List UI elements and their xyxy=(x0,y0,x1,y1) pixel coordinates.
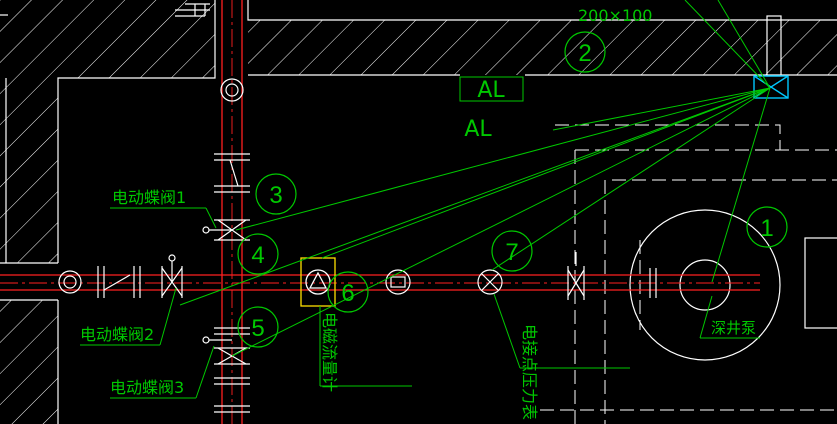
al-panel-label: AL xyxy=(464,117,492,142)
callout-number-3: 3 xyxy=(269,182,282,209)
valve-1-label: 电动蝶阀1 xyxy=(112,188,186,207)
equipment-dash-outlines xyxy=(540,124,837,424)
top-symbol xyxy=(175,3,210,17)
electromagnetic-flowmeter xyxy=(300,257,336,307)
electric-butterfly-valve-1 xyxy=(202,219,250,241)
deep-well-pump xyxy=(629,209,837,361)
vertical-pipe-fittings xyxy=(214,78,250,413)
callout-number-7: 7 xyxy=(505,239,518,266)
pressure-gauge xyxy=(477,269,503,295)
al-box-label: AL xyxy=(477,78,505,103)
check-valve xyxy=(567,252,585,300)
deep-well-pump-label: 深井泵 xyxy=(711,319,756,337)
valve-3-label: 电动蝶阀3 xyxy=(110,378,184,397)
electric-butterfly-valve-2 xyxy=(161,254,183,298)
pipes xyxy=(0,0,760,424)
callout-circle-2 xyxy=(564,31,606,73)
valve-2-label: 电动蝶阀2 xyxy=(80,325,154,344)
callout-circle-3 xyxy=(255,173,297,215)
callout-circle-1 xyxy=(746,206,788,248)
callout-number-1: 1 xyxy=(760,215,773,242)
callout-circle-7 xyxy=(491,230,533,272)
duct-size-label: 200×100 xyxy=(578,6,652,25)
callout-circles xyxy=(237,31,788,348)
callout-circle-6 xyxy=(327,271,369,313)
callout-number-5: 5 xyxy=(251,315,264,342)
horizontal-pipe-fittings xyxy=(58,266,657,298)
callout-number-6: 6 xyxy=(341,280,354,307)
wiring-leaders xyxy=(80,0,771,399)
pipe-sight-fitting xyxy=(385,269,411,295)
callout-number-2: 2 xyxy=(578,40,591,67)
callout-numbers: 1 2 3 4 5 6 7 xyxy=(251,40,773,342)
flowmeter-label: 电磁流量计 xyxy=(320,312,339,392)
callout-circle-5 xyxy=(237,306,279,348)
callout-number-4: 4 xyxy=(251,242,264,269)
callout-circle-4 xyxy=(237,233,279,275)
pressure-gauge-label: 电接点压力表 xyxy=(520,324,539,420)
